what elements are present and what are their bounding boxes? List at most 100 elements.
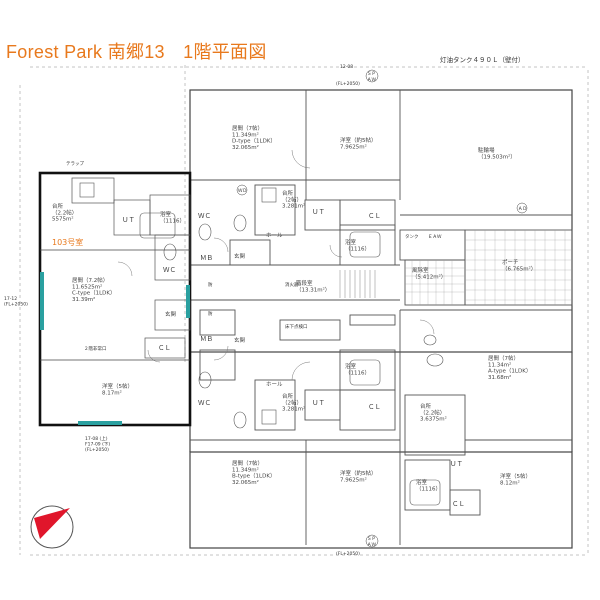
parking-line-0: 駐輪場 <box>478 146 495 154</box>
wind-line-0: 風除室 <box>412 266 429 274</box>
a-western-line-0: 洋室（5帖） <box>500 472 531 480</box>
b-western-line-1: 7.9625m² <box>340 476 367 483</box>
stair-line-0: 階段室 <box>296 279 313 287</box>
a-kitchen-line-1: （2.2帖） <box>420 408 445 416</box>
door-swings <box>117 149 435 381</box>
room-c-ut: ＵＴ <box>122 216 135 224</box>
tag-extinguisher: 消火器 <box>285 281 299 288</box>
note-bottom-center: (FL+2050) <box>336 551 360 557</box>
room-mb-upper: ＭＢ <box>200 254 213 262</box>
room-b-hall: ホール <box>266 381 283 388</box>
room-wind: 風除室（5.412m²） <box>412 266 446 280</box>
porch-line-1: （6.765m²） <box>502 265 536 272</box>
c-western-line-0: 洋室（5帖） <box>102 382 133 390</box>
room-c-bath: 浴室（1116） <box>160 210 185 224</box>
room-a-ut: ＵＴ <box>450 460 463 468</box>
d-bath-line-0: 浴室 <box>345 238 357 246</box>
tag-exit: ２階非常口 <box>84 345 107 352</box>
b-living-line-0: 居間（7帖） <box>232 459 263 467</box>
tag-inspection: 床下点検口 <box>285 323 308 330</box>
d-living-line-2: D-type（1LDK） <box>232 138 276 145</box>
highlighted-unit-103 <box>38 171 192 427</box>
a-kitchen-line-0: 台所 <box>420 402 432 410</box>
d-western-line-1: 7.9625m² <box>340 143 367 150</box>
d-kitchen-line-0: 台所 <box>282 189 294 197</box>
room-parking: 駐輪場（19.503m²） <box>478 146 516 160</box>
plan-title: Forest Park 南郷13 1階平面図 <box>6 42 267 62</box>
a-kitchen-line-2: 3.6375m² <box>420 416 447 423</box>
b-kitchen-line-1: （2帖） <box>282 398 302 406</box>
b-bath-line-0: 浴室 <box>345 362 357 370</box>
oil-tank-note: 灯油タンク４９０Ｌ（壁付） <box>440 55 525 64</box>
c-ut-line-0: ＵＴ <box>122 216 135 224</box>
a-living-line-3: 31.68m² <box>488 374 511 381</box>
room-d-ut: ＵＴ <box>312 208 325 216</box>
b-living-line-1: 11.349m² <box>232 466 259 473</box>
mb-upper-line-0: ＭＢ <box>200 254 213 262</box>
room-d-kitchen: 台所（2帖）3.281m² <box>282 189 305 210</box>
stair-line-1: （13.31m²） <box>296 286 330 293</box>
a-living-line-2: A-type（1LDK） <box>488 368 531 375</box>
d-living-line-3: 32.065m² <box>232 144 259 151</box>
tag-aw-top: ＡＷ <box>367 77 376 83</box>
d-kitchen-line-2: 3.281m² <box>282 203 305 210</box>
room-d-western: 洋室（約5帖）7.9625m² <box>340 136 377 150</box>
room-c-entry: 玄関 <box>165 310 177 318</box>
a-cl-line-0: ＣＬ <box>452 500 465 508</box>
room-stair: 階段室（13.31m²） <box>296 279 330 293</box>
c-living-line-2: C-type（1LDK） <box>72 290 116 297</box>
b-cl-line-0: ＣＬ <box>368 403 381 411</box>
tag-fire-1: 防 <box>208 281 213 288</box>
c-wc-line-0: ＷＣ <box>163 266 176 274</box>
room-d-wc: ＷＣ <box>198 212 211 220</box>
room-a-bath: 浴室（1116） <box>416 478 441 492</box>
room-c-cl: ＣＬ <box>158 344 171 352</box>
room-b-bath: 浴室（1116） <box>345 362 370 376</box>
dimension-lines <box>19 65 589 556</box>
c-bath-line-0: 浴室 <box>160 210 172 218</box>
tag-eaw: ＥＡＷ <box>428 234 442 240</box>
room-b-ut: ＵＴ <box>312 399 325 407</box>
a-living-line-0: 居間（7帖） <box>488 354 519 362</box>
c-entry-line-0: 玄関 <box>165 310 177 318</box>
d-bath-line-1: （1116） <box>345 245 370 252</box>
room-a-cl: ＣＬ <box>452 500 465 508</box>
c-living-line-1: 11.6525m² <box>72 283 102 290</box>
room-mb-lower: ＭＢ <box>200 335 213 343</box>
tag-terrap: テラップ <box>66 161 84 167</box>
b-kitchen-line-0: 台所 <box>282 392 294 400</box>
c-kitchen-line-0: 台所 <box>52 202 64 210</box>
b-hall-line-0: ホール <box>266 381 283 388</box>
note-left-side: 17-12(FL+2050) <box>4 296 28 307</box>
b-kitchen-line-2: 3.281m² <box>282 406 305 413</box>
tags: ＷＤ ＡＤ ＳＰ ＡＷ ＳＰ ＡＷ 防 防 床下点検口 消火器 ＥＡＷ テラップ… <box>66 69 528 548</box>
a-bath-line-1: （1116） <box>416 485 441 492</box>
room-b-entry: 玄関 <box>234 336 246 344</box>
d-wc-line-0: ＷＣ <box>198 212 211 220</box>
c-living-line-0: 居間（7.2帖） <box>72 276 108 284</box>
room-c-kitchen: 台所（2.2帖）5575m² <box>52 202 77 223</box>
room-a-kitchen: 台所（2.2帖）3.6375m² <box>420 402 447 423</box>
room-b-cl: ＣＬ <box>368 403 381 411</box>
d-western-line-0: 洋室（約5帖） <box>340 136 377 144</box>
d-living-line-0: 居間（7帖） <box>232 124 263 132</box>
room-b-kitchen: 台所（2帖）3.281m² <box>282 392 305 413</box>
c-kitchen-line-2: 5575m² <box>52 216 74 223</box>
a-living-line-1: 11.34m² <box>488 361 511 368</box>
c-kitchen-line-1: （2.2帖） <box>52 208 77 216</box>
tank-line-0: タンク <box>405 233 419 240</box>
tag-sp-top: ＳＰ <box>367 71 376 77</box>
partitions <box>190 90 573 545</box>
tag-wd-1: ＷＤ <box>238 188 247 194</box>
mb-lower-line-0: ＭＢ <box>200 335 213 343</box>
room-a-western: 洋室（5帖）8.12m² <box>500 472 531 486</box>
b-entry-line-0: 玄関 <box>234 336 246 344</box>
c-cl-line-0: ＣＬ <box>158 344 171 352</box>
room-b-wc: ＷＣ <box>198 399 211 407</box>
room-d-cl: ＣＬ <box>368 212 381 220</box>
note-top-center: (FL+2050) <box>336 81 360 87</box>
d-kitchen-line-1: （2帖） <box>282 195 302 203</box>
d-ut-line-0: ＵＴ <box>312 208 325 216</box>
